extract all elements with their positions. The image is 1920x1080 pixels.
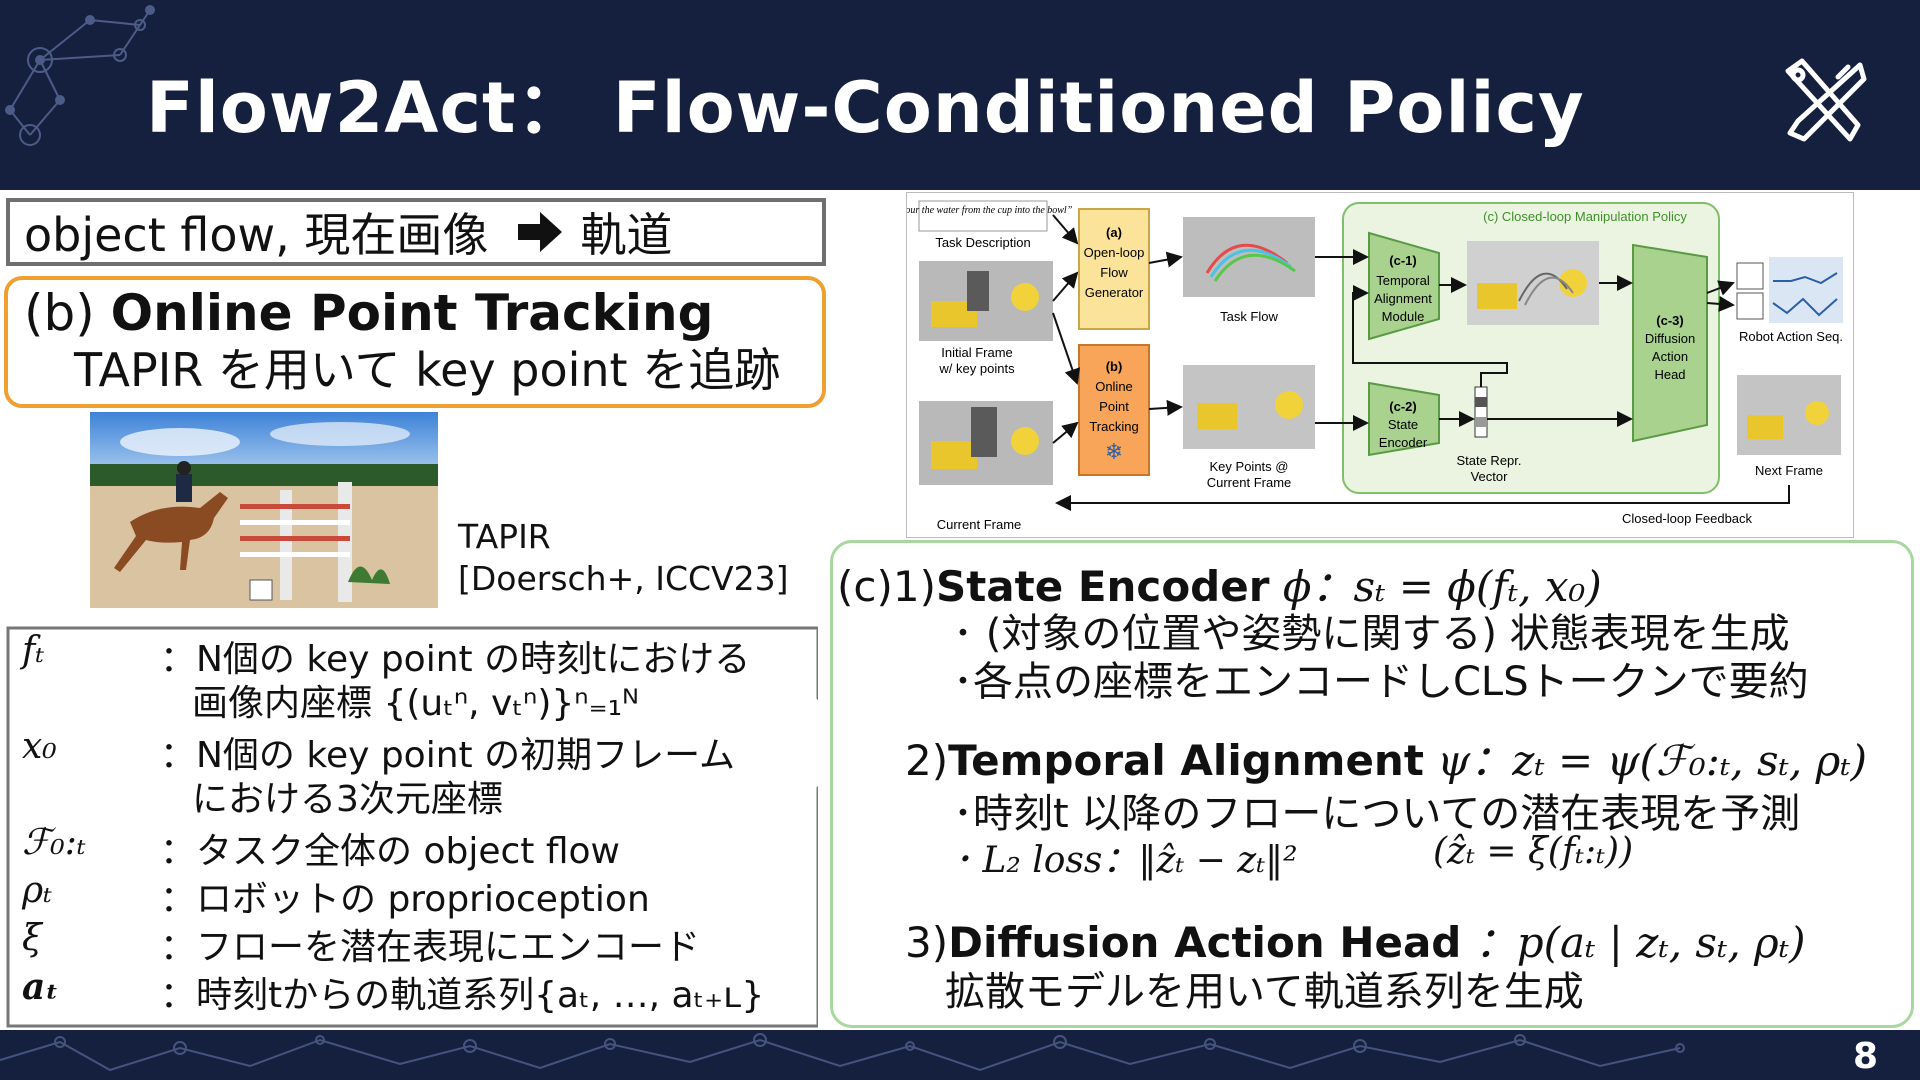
- svg-text:Head: Head: [1654, 367, 1685, 382]
- svg-text:Alignment: Alignment: [1374, 291, 1432, 306]
- footer-network-decoration: [0, 1033, 1685, 1072]
- callout-outline: [6, 626, 818, 1028]
- item2-loss-note: (ẑₜ = ξ(fₜ:ₜ)): [1433, 831, 1634, 872]
- feedback-label: Closed-loop Feedback: [1622, 511, 1753, 526]
- svg-text:Open-loop: Open-loop: [1084, 245, 1145, 260]
- svg-text:Temporal: Temporal: [1376, 273, 1430, 288]
- item1-bullet-1: ･ (対象の位置や姿勢に関する) 状態表現を生成: [953, 611, 1790, 657]
- item3-heading: 3)Diffusion Action Head ：p(aₜ | zₜ, sₜ, …: [905, 918, 1806, 967]
- svg-text:Action: Action: [1652, 349, 1688, 364]
- flow-box-lhs: object flow, 現在画像: [24, 208, 489, 262]
- tracking-title: (b) Online Point Tracking: [24, 284, 714, 342]
- item2-loss: ･ L₂ loss：‖ẑₜ − zₜ‖²: [953, 840, 1298, 881]
- c-title: (c) Closed-loop Manipulation Policy: [1483, 209, 1687, 224]
- state-repr-label: State Repr.: [1456, 453, 1521, 468]
- robot-action-label: Robot Action Seq.: [1739, 329, 1843, 344]
- right-arrow-icon: [518, 212, 563, 252]
- svg-text:Flow: Flow: [1100, 265, 1128, 280]
- symbol-row-x0-cont: における3次元座標: [192, 779, 503, 820]
- svg-text:Encoder: Encoder: [1379, 435, 1428, 450]
- svg-text:Point: Point: [1099, 399, 1129, 414]
- slide-footer: 8: [0, 1030, 1920, 1080]
- item3-description: 拡散モデルを用いて軌道系列を生成: [945, 969, 1584, 1015]
- item2-heading: 2)Temporal Alignment ψ：zₜ = ψ(ℱ₀:ₜ, sₜ, …: [905, 736, 1868, 785]
- slide-header: Flow2Act： Flow-Conditioned Policy: [0, 0, 1920, 190]
- snowflake-icon: ❄: [1105, 439, 1123, 464]
- key-points-label: Key Points @: [1210, 459, 1289, 474]
- svg-text:(c-2): (c-2): [1389, 399, 1416, 414]
- svg-text:Generator: Generator: [1085, 285, 1144, 300]
- tracking-description: TAPIR を用いて key point を追跡: [74, 343, 781, 397]
- state-repr-label-2: Vector: [1471, 469, 1509, 484]
- flow-box-rhs: 軌道: [580, 208, 673, 262]
- symbol-row-xi: ξ：フローを潜在表現にエンコード: [22, 918, 701, 968]
- slide-title: Flow2Act： Flow-Conditioned Policy: [146, 67, 1585, 149]
- online-point-tracking-box: (b) Online Point Tracking TAPIR を用いて key…: [4, 276, 826, 408]
- svg-text:State: State: [1388, 417, 1418, 432]
- flow-input-output-box: object flow, 現在画像 軌道: [6, 198, 826, 266]
- symbol-row-ft-cont: 画像内座標 {(uₜⁿ, vₜⁿ)}ⁿ₌₁ᴺ: [192, 683, 640, 724]
- block-b-label: (b): [1106, 359, 1123, 374]
- svg-text:Module: Module: [1382, 309, 1425, 324]
- closed-loop-policy-explanation: (c)1)State Encoder ϕ：sₜ = ϕ(fₜ, x₀) ･ (対…: [830, 540, 1914, 1028]
- tools-logo-icon: [1785, 58, 1867, 142]
- page-number: 8: [1852, 1036, 1878, 1077]
- svg-text:Diffusion: Diffusion: [1645, 331, 1695, 346]
- svg-text:Online: Online: [1095, 379, 1133, 394]
- tapir-citation: TAPIR [Doersch+, ICCV23]: [458, 517, 789, 598]
- key-points-label-2: Current Frame: [1207, 475, 1292, 490]
- initial-frame-label: Initial Frame: [941, 345, 1013, 360]
- initial-frame-label-2: w/ key points: [938, 361, 1015, 376]
- flow2act-architecture-diagram: “Pour the water from the cup into the bo…: [894, 192, 1854, 538]
- network-pattern-decoration: [5, 5, 155, 146]
- svg-text:(c-1): (c-1): [1389, 253, 1416, 268]
- symbol-row-F: ℱ₀:ₜ：タスク全体の object flow: [22, 822, 620, 872]
- item1-heading: (c)1)State Encoder ϕ：sₜ = ϕ(fₜ, x₀): [837, 562, 1602, 611]
- task-flow-label: Task Flow: [1220, 309, 1278, 324]
- item1-bullet-2: ･各点の座標をエンコードしCLSトークンで要約: [953, 659, 1809, 705]
- symbol-row-ft: fₜ：N個の key point の時刻tにおける: [22, 630, 751, 680]
- symbol-row-at: aₜ：時刻tからの軌道系列{aₜ, …, aₜ₊ʟ}: [22, 966, 765, 1016]
- symbol-row-x0: x₀：N個の key point の初期フレーム: [22, 726, 736, 776]
- current-frame-label: Current Frame: [937, 517, 1022, 532]
- horse-jump-photo: [90, 412, 438, 608]
- symbol-definitions-box: fₜ：N個の key point の時刻tにおける 画像内座標 {(uₜⁿ, v…: [6, 626, 818, 1028]
- item2-bullet-1: ･時刻t 以降のフローについての潜在表現を予測: [953, 791, 1801, 837]
- svg-text:(c-3): (c-3): [1656, 313, 1683, 328]
- block-a-label: (a): [1106, 225, 1122, 240]
- task-quote: “Pour the water from the cup into the bo…: [907, 205, 1073, 216]
- svg-text:Tracking: Tracking: [1089, 419, 1138, 434]
- task-description-label: Task Description: [935, 235, 1030, 250]
- symbol-row-rho: ρₜ：ロボットの proprioception: [22, 870, 650, 920]
- next-frame-label: Next Frame: [1755, 463, 1823, 478]
